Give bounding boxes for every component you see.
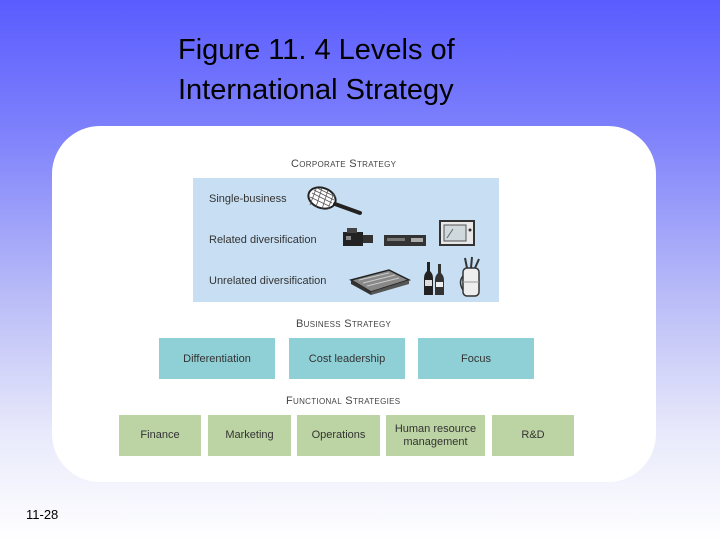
business-item-differentiation: Differentiation	[159, 338, 275, 379]
camcorder-icon	[343, 228, 373, 246]
business-item-focus: Focus	[418, 338, 534, 379]
corporate-row-single-business: Single-business	[209, 193, 287, 205]
corporate-strategy-box: Single-business Related diversification …	[193, 178, 499, 302]
functional-strategies-heading: Functional Strategies	[286, 395, 401, 407]
corporate-row-unrelated-diversification: Unrelated diversification	[209, 275, 327, 287]
business-strategy-heading: Business Strategy	[296, 318, 392, 330]
slide-title-line-1: Figure 11. 4 Levels of	[178, 34, 455, 66]
functional-item-marketing: Marketing	[208, 415, 291, 456]
functional-item-human-resource-management: Human resource management	[386, 415, 485, 456]
corporate-strategy-heading: Corporate Strategy	[291, 158, 397, 170]
slide-number: 11-28	[26, 507, 59, 522]
television-icon	[439, 220, 475, 246]
functional-item-rnd: R&D	[492, 415, 574, 456]
golf-bag-icon	[459, 256, 480, 297]
book-icon	[349, 269, 411, 295]
wine-bottles-icon	[424, 262, 444, 295]
business-item-cost-leadership: Cost leadership	[289, 338, 405, 379]
tennis-racket-icon	[307, 186, 362, 215]
functional-item-finance: Finance	[119, 415, 201, 456]
vcr-icon	[384, 235, 426, 246]
slide-title-line-2: International Strategy	[178, 74, 454, 106]
corporate-row-related-diversification: Related diversification	[209, 234, 317, 246]
functional-item-operations: Operations	[297, 415, 380, 456]
slide-title: Figure 11. 4 Levels of International Str…	[178, 30, 598, 110]
